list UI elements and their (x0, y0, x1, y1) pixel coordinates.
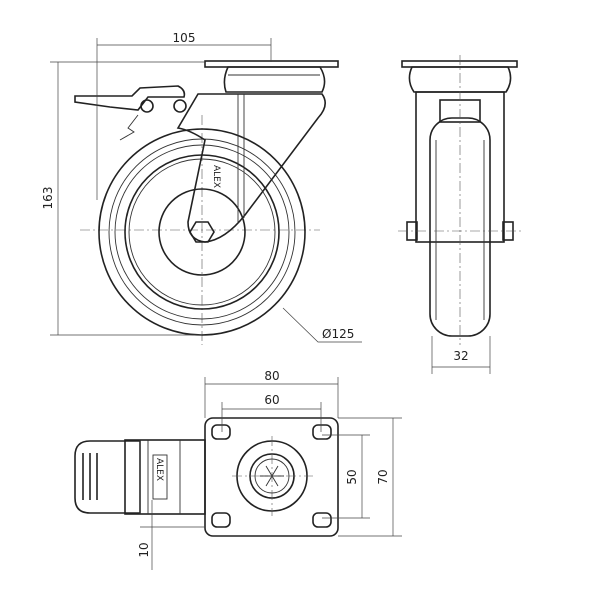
brand-label-top: ALEX (154, 458, 164, 481)
dim-hole-size: 10 (137, 542, 151, 557)
top-view: ALEX 80 60 50 70 10 (74, 369, 402, 570)
top-plate (204, 417, 339, 537)
front-view: 32 (398, 55, 522, 374)
side-view: ALEX 105 163 Ø125 (41, 31, 362, 345)
dim-hole-spacing-width: 50 (345, 469, 359, 484)
dim-plate-length: 80 (264, 369, 279, 383)
dim-plate-width: 70 (376, 469, 390, 484)
dim-wheel-width: 32 (453, 349, 468, 363)
dim-offset: 105 (173, 31, 196, 45)
dim-height: 163 (41, 187, 55, 210)
brand-label-side: ALEX (211, 165, 221, 188)
brake-pedal (74, 440, 141, 514)
wheel-hub (158, 188, 246, 276)
dim-hole-spacing-length: 60 (264, 393, 279, 407)
dim-wheel-diameter: Ø125 (322, 327, 354, 341)
